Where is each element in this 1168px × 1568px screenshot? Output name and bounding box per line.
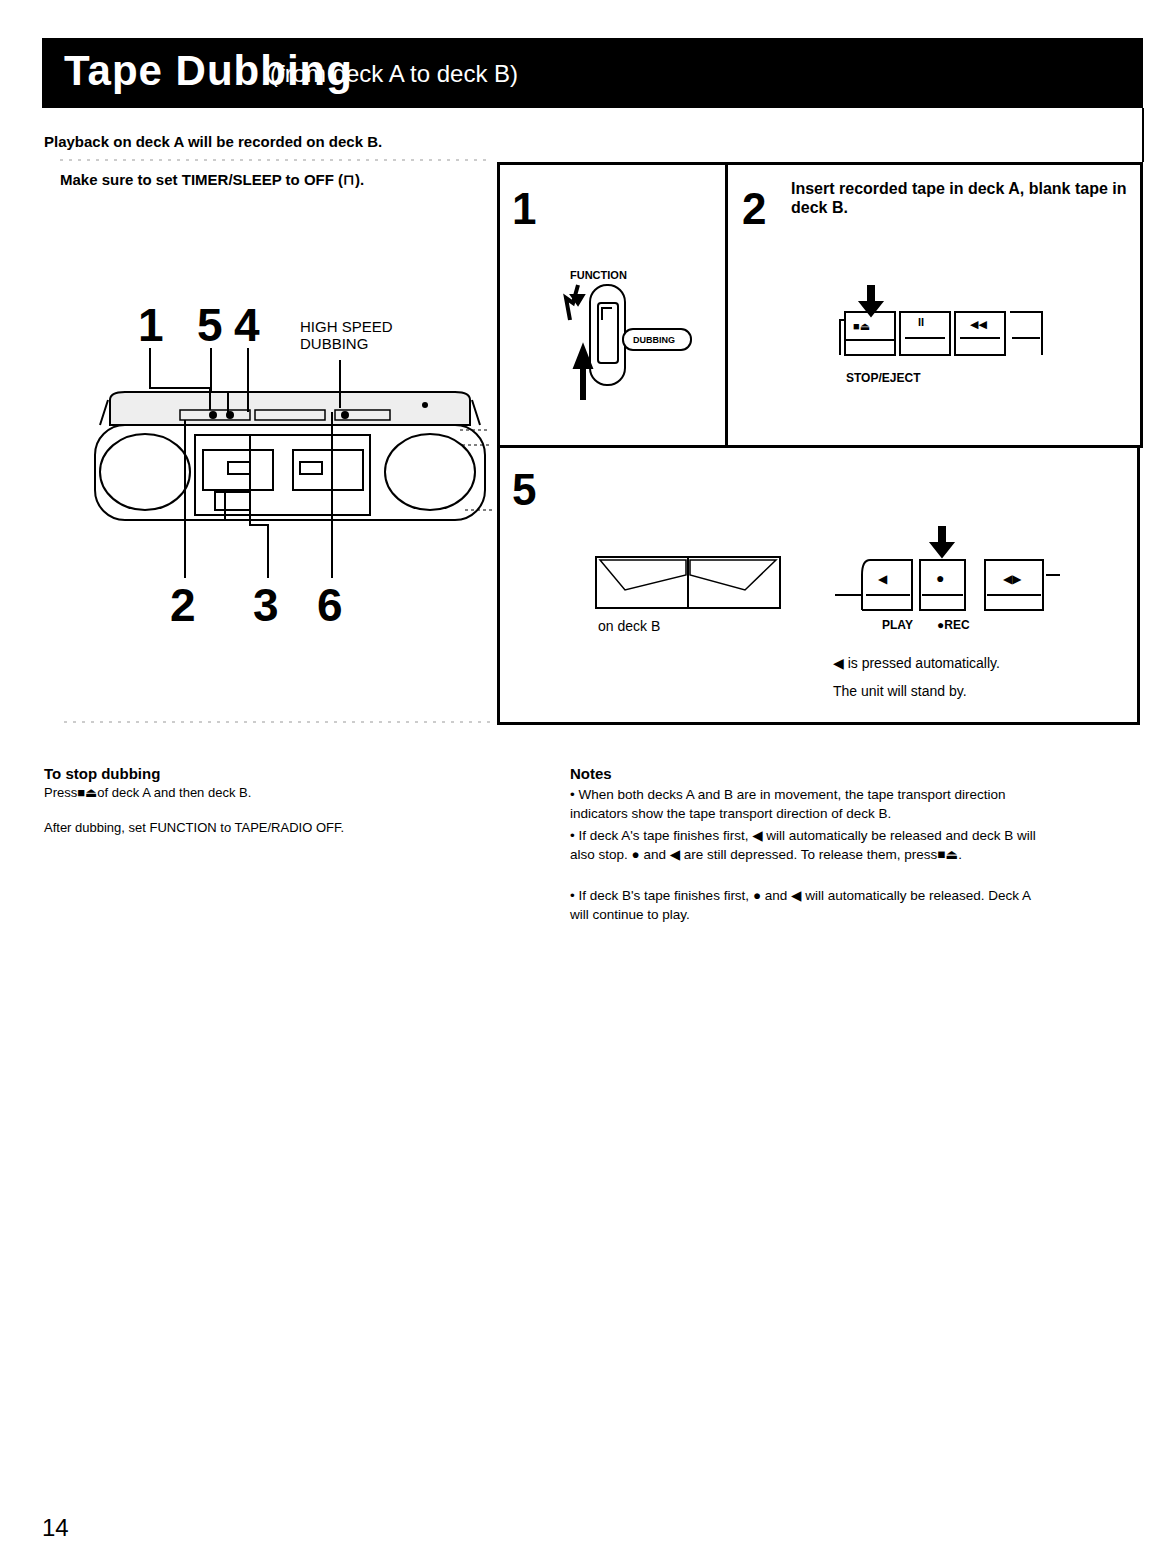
intro-text: Playback on deck A will be recorded on d… [44,133,382,151]
step-note: ◀ is pressed automatically. [833,655,1000,672]
title-band [42,38,1143,108]
button-symbol: ◀◀ [970,318,987,331]
warning-text: Make sure to set TIMER/SLEEP to OFF (⊓). [60,171,364,189]
step-number: 2 [742,187,766,231]
deck-b-drawing [596,526,1060,610]
note-text: • If deck B's tape finishes first, ● and… [570,887,1050,925]
callout-label: HIGH SPEED DUBBING [300,319,410,352]
button-label: ●REC [937,618,970,632]
step-panel: 1FUNCTION DUBBING [497,162,728,448]
note-text: • If deck A's tape finishes first, ◀ wil… [570,827,1050,865]
button-label: STOP/EJECT [846,371,920,385]
callout-number: 4 [234,302,260,348]
button-symbol: ■⏏ [853,320,870,333]
callout-number: 3 [253,582,279,628]
callout-number: 1 [138,302,164,348]
instruction-text: After dubbing, set FUNCTION to TAPE/RADI… [44,820,344,836]
deck-a-buttons [840,285,1042,355]
instruction-text: Press■⏏of deck A and then deck B. [44,785,251,801]
note-text: • When both decks A and B are in movemen… [570,786,1050,824]
callout-number: 2 [170,582,196,628]
step-panel: 2 Insert recorded tape in deck A, blank t… [725,162,1143,448]
title-subtext: (from deck A to deck B) [270,60,518,89]
button-label: PLAY [882,618,913,632]
callout-number: 6 [317,582,343,628]
section-heading: To stop dubbing [44,765,160,783]
step-note: The unit will stand by. [833,683,967,700]
button-symbol: ● [936,570,944,587]
control-label: FUNCTION [570,269,627,282]
button-symbol: II [918,316,924,329]
boombox-drawing [95,392,492,520]
step-number: 1 [512,187,536,231]
function-switch [566,285,691,400]
button-symbol: ◀▶ [1003,572,1021,586]
section-heading: Notes [570,765,612,783]
step-panel: 5 on deck B PLAY ●REC ◀ is pressed automatic… [497,445,1140,725]
callout-number: 5 [197,302,223,348]
button-symbol: ◀ [878,572,887,586]
page-number: 14 [42,1514,69,1543]
step-instruction: Insert recorded tape in deck A, blank ta… [791,179,1131,217]
caption-text: on deck B [598,618,660,635]
leader-line [150,348,340,578]
step-number: 5 [512,468,536,512]
switch-position: DUBBING [633,335,675,346]
